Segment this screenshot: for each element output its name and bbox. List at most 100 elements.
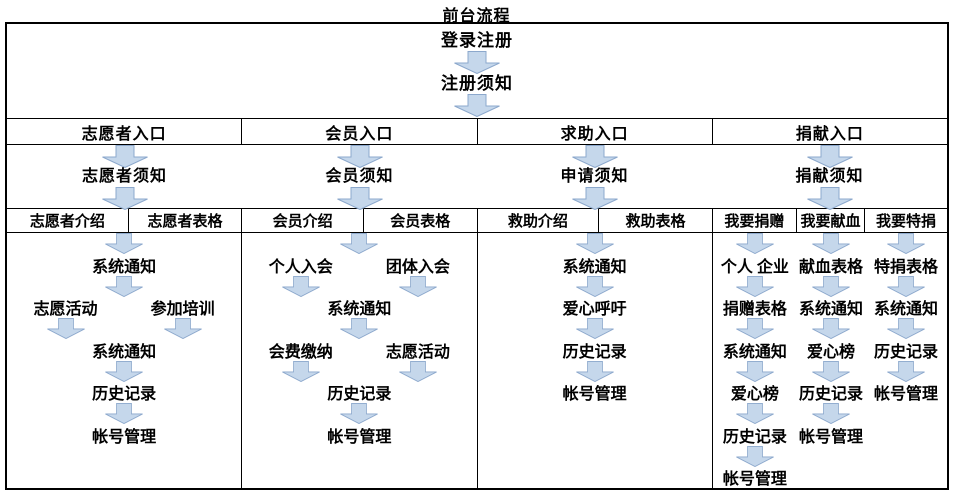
- node-blood-form: 献血表格: [799, 258, 864, 276]
- down-arrow-icon: [478, 360, 712, 382]
- tab-group-help: 救助介绍 救助表格: [478, 209, 713, 232]
- node-blood-history: 历史记录: [799, 386, 864, 404]
- down-arrow-icon: [242, 275, 359, 297]
- flow-subcolumn-donate-blood: 献血表格 系统通知 爱心榜 历史记录 帐号管理: [797, 233, 865, 488]
- tab-donate-special: 我要特捐: [875, 214, 936, 230]
- down-arrow-icon: [242, 403, 476, 425]
- flow-subcolumn-donate-gift: 个人 企业 捐赠表格 系统通知 爱心榜 历史记录 帐号管理: [713, 233, 797, 488]
- tab-group-member: 会员介绍 会员表格: [242, 209, 478, 232]
- tab-group-volunteer: 志愿者介绍 志愿者表格: [7, 209, 243, 232]
- down-arrow-icon: [242, 233, 476, 255]
- node-member-fee: 会费缴纳: [268, 343, 333, 361]
- down-arrow-icon: [713, 233, 797, 255]
- down-arrow-icon: [865, 233, 947, 255]
- down-arrow-icon: [7, 360, 241, 382]
- node-help-history: 历史记录: [562, 343, 627, 361]
- flow-area: 系统通知 志愿活动 参加培训 系统通知 历史记录 帐号管理: [7, 233, 947, 488]
- down-arrow-icon: [713, 318, 797, 340]
- notice-cell-member: 会员须知: [242, 144, 477, 210]
- tab-help-intro: 救助介绍: [478, 209, 600, 232]
- down-arrow-icon: [454, 50, 500, 74]
- node-member-system-notify: 系统通知: [327, 301, 392, 319]
- notice-cell-help: 申请须知: [477, 144, 712, 210]
- down-arrow-icon: [806, 144, 853, 168]
- down-arrow-icon: [242, 318, 476, 340]
- down-arrow-icon: [124, 318, 241, 340]
- node-apply-notice: 申请须知: [560, 168, 629, 185]
- notice-row: 志愿者须知 会员须知 申请须知 捐献须知: [7, 144, 947, 210]
- tab-row: 志愿者介绍 志愿者表格 会员介绍 会员表格 救助介绍 救助表格 我要捐赠 我要献…: [7, 209, 947, 233]
- node-special-form: 特捐表格: [873, 258, 938, 276]
- flow-column-member: 个人入会 团体入会 系统通知 会费缴纳 志愿活动 历史记录: [242, 233, 478, 488]
- entrance-help: 求助入口: [478, 119, 713, 144]
- down-arrow-icon: [713, 275, 797, 297]
- node-special-account: 帐号管理: [873, 386, 938, 404]
- down-arrow-icon: [359, 275, 476, 297]
- down-arrow-icon: [865, 318, 947, 340]
- flow-column-volunteer: 系统通知 志愿活动 参加培训 系统通知 历史记录 帐号管理: [7, 233, 243, 488]
- flow-column-help: 系统通知 爱心呼吁 历史记录 帐号管理: [478, 233, 713, 488]
- down-arrow-icon: [865, 360, 947, 382]
- tab-member-intro: 会员介绍: [242, 209, 365, 232]
- node-gift-account: 帐号管理: [722, 471, 787, 489]
- down-arrow-icon: [336, 144, 383, 168]
- node-special-system-notify: 系统通知: [873, 301, 938, 319]
- down-arrow-icon: [7, 318, 124, 340]
- down-arrow-icon: [797, 403, 865, 425]
- node-volunteer-history: 历史记录: [92, 386, 157, 404]
- node-member-notice: 会员须知: [325, 168, 394, 185]
- entrance-donate: 捐献入口: [795, 125, 864, 143]
- node-help-account: 帐号管理: [562, 386, 627, 404]
- down-arrow-icon: [478, 275, 712, 297]
- node-gift-form: 捐赠表格: [722, 301, 787, 319]
- node-special-history: 历史记录: [873, 343, 938, 361]
- notice-cell-donate: 捐献须知: [712, 144, 947, 210]
- tab-volunteer-form: 志愿者表格: [147, 214, 223, 230]
- entrance-header-row: 志愿者入口 会员入口 求助入口 捐献入口: [7, 119, 947, 145]
- node-member-group-join: 团体入会: [385, 258, 450, 276]
- node-help-system-notify: 系统通知: [562, 258, 627, 276]
- down-arrow-icon: [713, 403, 797, 425]
- down-arrow-icon: [797, 318, 865, 340]
- entrance-volunteer: 志愿者入口: [7, 119, 243, 144]
- flow-subcolumn-donate-special: 特捐表格 系统通知 历史记录 帐号管理: [865, 233, 947, 488]
- down-arrow-icon: [713, 445, 797, 467]
- down-arrow-icon: [454, 93, 500, 117]
- node-volunteer-notice: 志愿者须知: [81, 168, 167, 185]
- node-volunteer-system-notify-2: 系统通知: [92, 343, 157, 361]
- entrance-member: 会员入口: [242, 119, 478, 144]
- tab-member-form: 会员表格: [390, 214, 451, 230]
- tab-donate-gift: 我要捐赠: [713, 209, 798, 232]
- node-member-history: 历史记录: [327, 386, 392, 404]
- down-arrow-icon: [478, 318, 712, 340]
- down-arrow-icon: [7, 233, 241, 255]
- page-title: 前台流程: [442, 8, 511, 25]
- node-volunteer-activity: 志愿活动: [33, 301, 98, 319]
- down-arrow-icon: [571, 144, 618, 168]
- node-register-notice: 注册须知: [441, 74, 513, 93]
- down-arrow-icon: [806, 186, 853, 210]
- down-arrow-icon: [7, 275, 241, 297]
- node-gift-source: 个人 企业: [720, 258, 789, 276]
- node-gift-love-board: 爱心榜: [730, 386, 779, 404]
- node-blood-love-board: 爱心榜: [807, 343, 856, 361]
- down-arrow-icon: [797, 233, 865, 255]
- down-arrow-icon: [242, 360, 359, 382]
- tab-donate-blood: 我要献血: [797, 209, 865, 232]
- node-donate-notice: 捐献须知: [795, 168, 864, 185]
- node-member-personal-join: 个人入会: [268, 258, 333, 276]
- down-arrow-icon: [797, 360, 865, 382]
- down-arrow-icon: [336, 186, 383, 210]
- flowchart-frame: 登录注册 注册须知 志愿者入口 会员入口 求助入口 捐献入口 志愿者须知 会员须…: [5, 22, 949, 490]
- tab-help-form: 救助表格: [625, 214, 686, 230]
- down-arrow-icon: [101, 144, 148, 168]
- node-help-appeal: 爱心呼吁: [562, 301, 627, 319]
- down-arrow-icon: [865, 275, 947, 297]
- node-member-activity: 志愿活动: [385, 343, 450, 361]
- tab-volunteer-intro: 志愿者介绍: [7, 209, 129, 232]
- down-arrow-icon: [713, 360, 797, 382]
- down-arrow-icon: [101, 186, 148, 210]
- node-blood-account: 帐号管理: [799, 428, 864, 446]
- down-arrow-icon: [359, 360, 476, 382]
